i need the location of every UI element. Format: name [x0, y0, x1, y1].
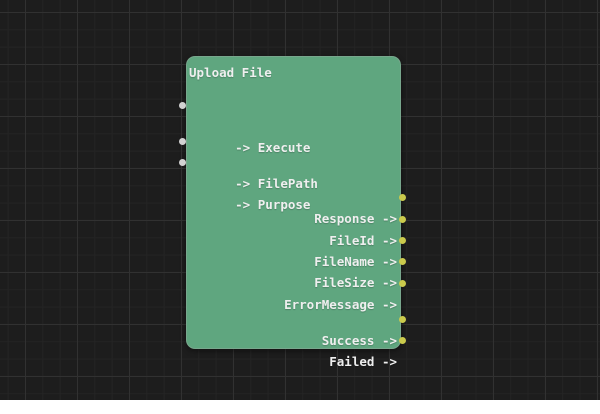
pin-arrow-icon: ->	[381, 275, 397, 290]
output-pin-row-filename: FileName ->	[187, 230, 406, 269]
upload-file-node[interactable]: Upload File -> Execute -> FilePath -> Pu…	[179, 56, 406, 369]
failed-output-pin-icon[interactable]	[399, 337, 406, 344]
input-pin-row-filepath: -> FilePath	[179, 131, 400, 191]
input-pin-row-execute: -> Execute	[179, 95, 400, 155]
node-title: Upload File	[189, 65, 272, 80]
filename-output-pin-icon[interactable]	[399, 237, 406, 244]
pin-arrow-icon: ->	[381, 211, 397, 226]
output-pin-row-success: Success ->	[187, 309, 406, 348]
pin-arrow-icon: ->	[235, 197, 251, 212]
output-pin-row-filesize: FileSize ->	[187, 251, 406, 290]
filepath-input-pin-icon[interactable]	[179, 138, 186, 145]
pin-arrow-icon: ->	[235, 176, 251, 191]
output-pin-label: Success	[321, 333, 375, 348]
pin-arrow-icon: ->	[235, 140, 251, 155]
execute-input-pin-icon[interactable]	[179, 102, 186, 109]
input-pin-label: Execute	[257, 140, 311, 155]
output-pin-row-errormessage: ErrorMessage ->	[187, 273, 406, 312]
pin-arrow-icon: ->	[381, 354, 397, 369]
node-graph-canvas[interactable]: Upload File -> Execute -> FilePath -> Pu…	[0, 0, 600, 400]
filesize-output-pin-icon[interactable]	[399, 258, 406, 265]
purpose-input-pin-icon[interactable]	[179, 159, 186, 166]
output-pin-label: FileId	[329, 233, 375, 248]
pin-arrow-icon: ->	[381, 333, 397, 348]
input-pin-label: FilePath	[257, 176, 318, 191]
output-pin-label: FileSize	[314, 275, 375, 290]
pin-arrow-icon: ->	[381, 297, 397, 312]
errormessage-output-pin-icon[interactable]	[399, 280, 406, 287]
output-pin-row-failed: Failed ->	[187, 330, 406, 369]
output-pin-label: ErrorMessage	[284, 297, 375, 312]
output-pin-label: Failed	[329, 354, 375, 369]
output-pin-row-fileid: FileId ->	[187, 209, 406, 248]
fileid-output-pin-icon[interactable]	[399, 216, 406, 223]
input-pin-label: Purpose	[257, 197, 311, 212]
pin-arrow-icon: ->	[381, 233, 397, 248]
output-pin-label: FileName	[314, 254, 375, 269]
input-pin-row-purpose: -> Purpose	[179, 152, 400, 212]
success-output-pin-icon[interactable]	[399, 316, 406, 323]
pin-arrow-icon: ->	[381, 254, 397, 269]
response-output-pin-icon[interactable]	[399, 194, 406, 201]
output-pin-label: Response	[314, 211, 375, 226]
output-pin-row-response: Response ->	[187, 187, 406, 226]
